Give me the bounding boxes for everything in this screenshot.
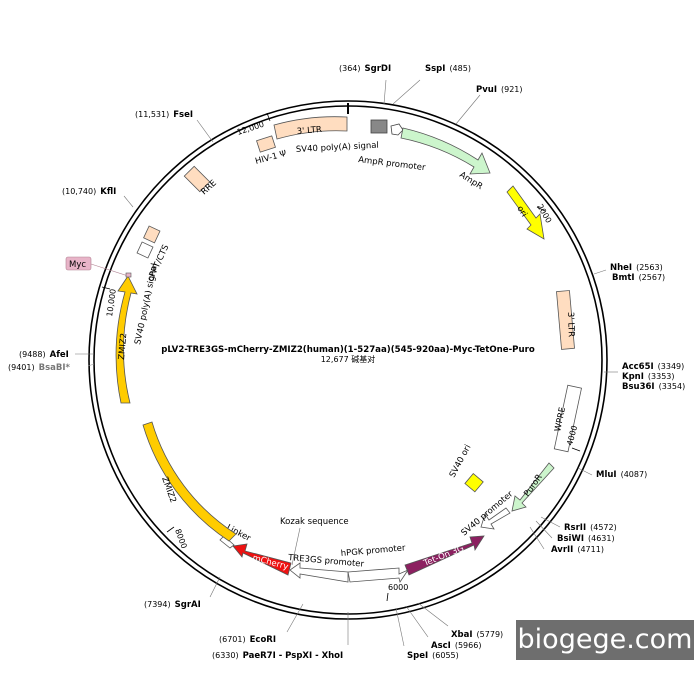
tick-2000-mark [536, 206, 546, 212]
leader-sgrai [209, 576, 221, 598]
myc-leader [90, 263, 129, 277]
feature-tre3gs-promoter[interactable] [289, 562, 349, 583]
leader-avrii [529, 526, 545, 550]
site-avrii[interactable]: AvrII(4711) [551, 545, 604, 555]
tick-8000-mark [166, 526, 175, 533]
label-hiv1-psi: HIV-1 Ψ [254, 149, 288, 167]
feature-cppt-2[interactable] [136, 241, 154, 259]
feature-myc-box[interactable] [65, 256, 92, 271]
feature-rre[interactable] [183, 165, 211, 193]
site-nhei[interactable]: NheI(2563) [610, 263, 663, 273]
site-xbai[interactable]: XbaI(5779) [451, 630, 503, 640]
tick-4000-mark [571, 447, 581, 452]
label-myc: Myc [69, 260, 86, 270]
label-sv40-polya-top: SV40 poly(A) signal [296, 141, 379, 155]
site-bmti[interactable]: BmtI(2567) [612, 273, 665, 283]
leader-mlui [577, 467, 593, 476]
feature-mcherry[interactable] [232, 543, 292, 576]
leader-kfli [123, 195, 134, 208]
tick-10000: 10,000 [105, 288, 118, 317]
site-afei[interactable]: (9488)AfeI [19, 350, 69, 360]
site-fsei[interactable]: (11,531)FseI [135, 110, 193, 120]
site-asci[interactable]: AscI(5966) [431, 641, 481, 651]
site-bsu36i[interactable]: Bsu36I(3354) [622, 382, 685, 392]
label-hpgk-promoter: hPGK promoter [340, 543, 406, 559]
feature-3ltr-top[interactable] [273, 116, 348, 140]
leader-bsabi [87, 363, 95, 367]
label-kozak: Kozak sequence [280, 517, 349, 527]
feature-ampr[interactable] [400, 127, 491, 175]
feature-cppt[interactable] [143, 225, 161, 244]
label-3ltr-top: 3' LTR [296, 125, 322, 137]
leader-nhei [593, 269, 607, 275]
feature-myc-mark[interactable] [125, 272, 132, 278]
feature-puror[interactable] [511, 462, 555, 512]
label-puror: PuroR [522, 473, 544, 499]
feature-sv40-polya-block[interactable] [370, 119, 388, 134]
leader-rsrii [540, 516, 561, 528]
leader-ecori [286, 603, 304, 633]
feature-teton3g[interactable] [404, 535, 485, 576]
label-ampr-promoter: AmpR promoter [358, 155, 427, 173]
leader-asci [405, 605, 429, 638]
feature-3ltr-right[interactable] [556, 290, 575, 350]
label-mcherry: mCherry [251, 553, 289, 572]
leader-xbai [417, 602, 449, 627]
leader-fsei [196, 119, 214, 143]
site-rsrii[interactable]: RsrII(4572) [564, 523, 617, 533]
label-zmiz2-upper: ZMIZ2 [117, 333, 129, 361]
feature-hpgk-promoter[interactable] [347, 567, 410, 583]
feature-sv40-promoter[interactable] [480, 507, 511, 530]
site-pvui[interactable]: PvuI(921) [476, 85, 523, 95]
site-sspi[interactable]: SspI(485) [425, 64, 471, 74]
site-kfli[interactable]: (10,740)KflI [62, 187, 116, 197]
plasmid-size: 12,677 碱基对 [321, 354, 376, 364]
site-kpni[interactable]: KpnI(3353) [622, 372, 675, 382]
site-bsiwi[interactable]: BsiWI(4631) [557, 534, 615, 544]
label-teton3g: Tet-On 3G [421, 544, 465, 570]
site-acc65i[interactable]: Acc65I(3349) [622, 362, 684, 372]
site-sgrdi[interactable]: (364)SgrDI [339, 64, 391, 74]
leader-bsiwi [535, 520, 553, 539]
tick-10000-mark [101, 286, 111, 290]
feature-zmiz2-upper[interactable] [115, 275, 138, 404]
feature-ori[interactable] [506, 185, 545, 240]
tick-6000: 6000 [388, 583, 408, 592]
feature-wpre[interactable] [553, 384, 582, 453]
leader-sgrdi [383, 79, 387, 105]
site-mlui[interactable]: MluI(4087) [596, 470, 647, 480]
leader-pvui [455, 94, 481, 125]
site-spei[interactable]: SpeI(6055) [407, 651, 459, 661]
leader-sspi [392, 79, 421, 105]
label-sv40-ori: SV40 ori [448, 443, 474, 479]
feature-linker[interactable] [219, 535, 235, 549]
label-3ltr-right: 3' LTR [565, 312, 576, 338]
feature-zmiz2-lower[interactable] [142, 421, 237, 542]
tick-12000: 12,000 [236, 120, 265, 137]
tick-12000-mark [266, 112, 271, 122]
site-ecori[interactable]: (6701)EcoRI [219, 635, 276, 645]
feature-ampr-promoter[interactable] [390, 123, 404, 136]
tick-6000-mark [386, 592, 389, 602]
feature-hiv1-psi[interactable] [256, 135, 276, 153]
plasmid-title: pLV2-TRE3GS-mCherry-ZMIZ2(human)(1-527aa… [161, 345, 535, 355]
watermark: biogege.com [516, 620, 694, 660]
leader-spei [395, 607, 405, 647]
site-paer7i-pspxi-xhoi[interactable]: (6330)PaeR7I - PspXI - XhoI [212, 651, 343, 661]
label-ori: ori [514, 204, 528, 219]
site-bsabi[interactable]: (9401)BsaBI* [8, 363, 71, 373]
kozak-leader [291, 527, 301, 566]
feature-sv40-ori[interactable] [464, 472, 484, 493]
site-sgrai[interactable]: (7394)SgrAI [144, 600, 201, 610]
